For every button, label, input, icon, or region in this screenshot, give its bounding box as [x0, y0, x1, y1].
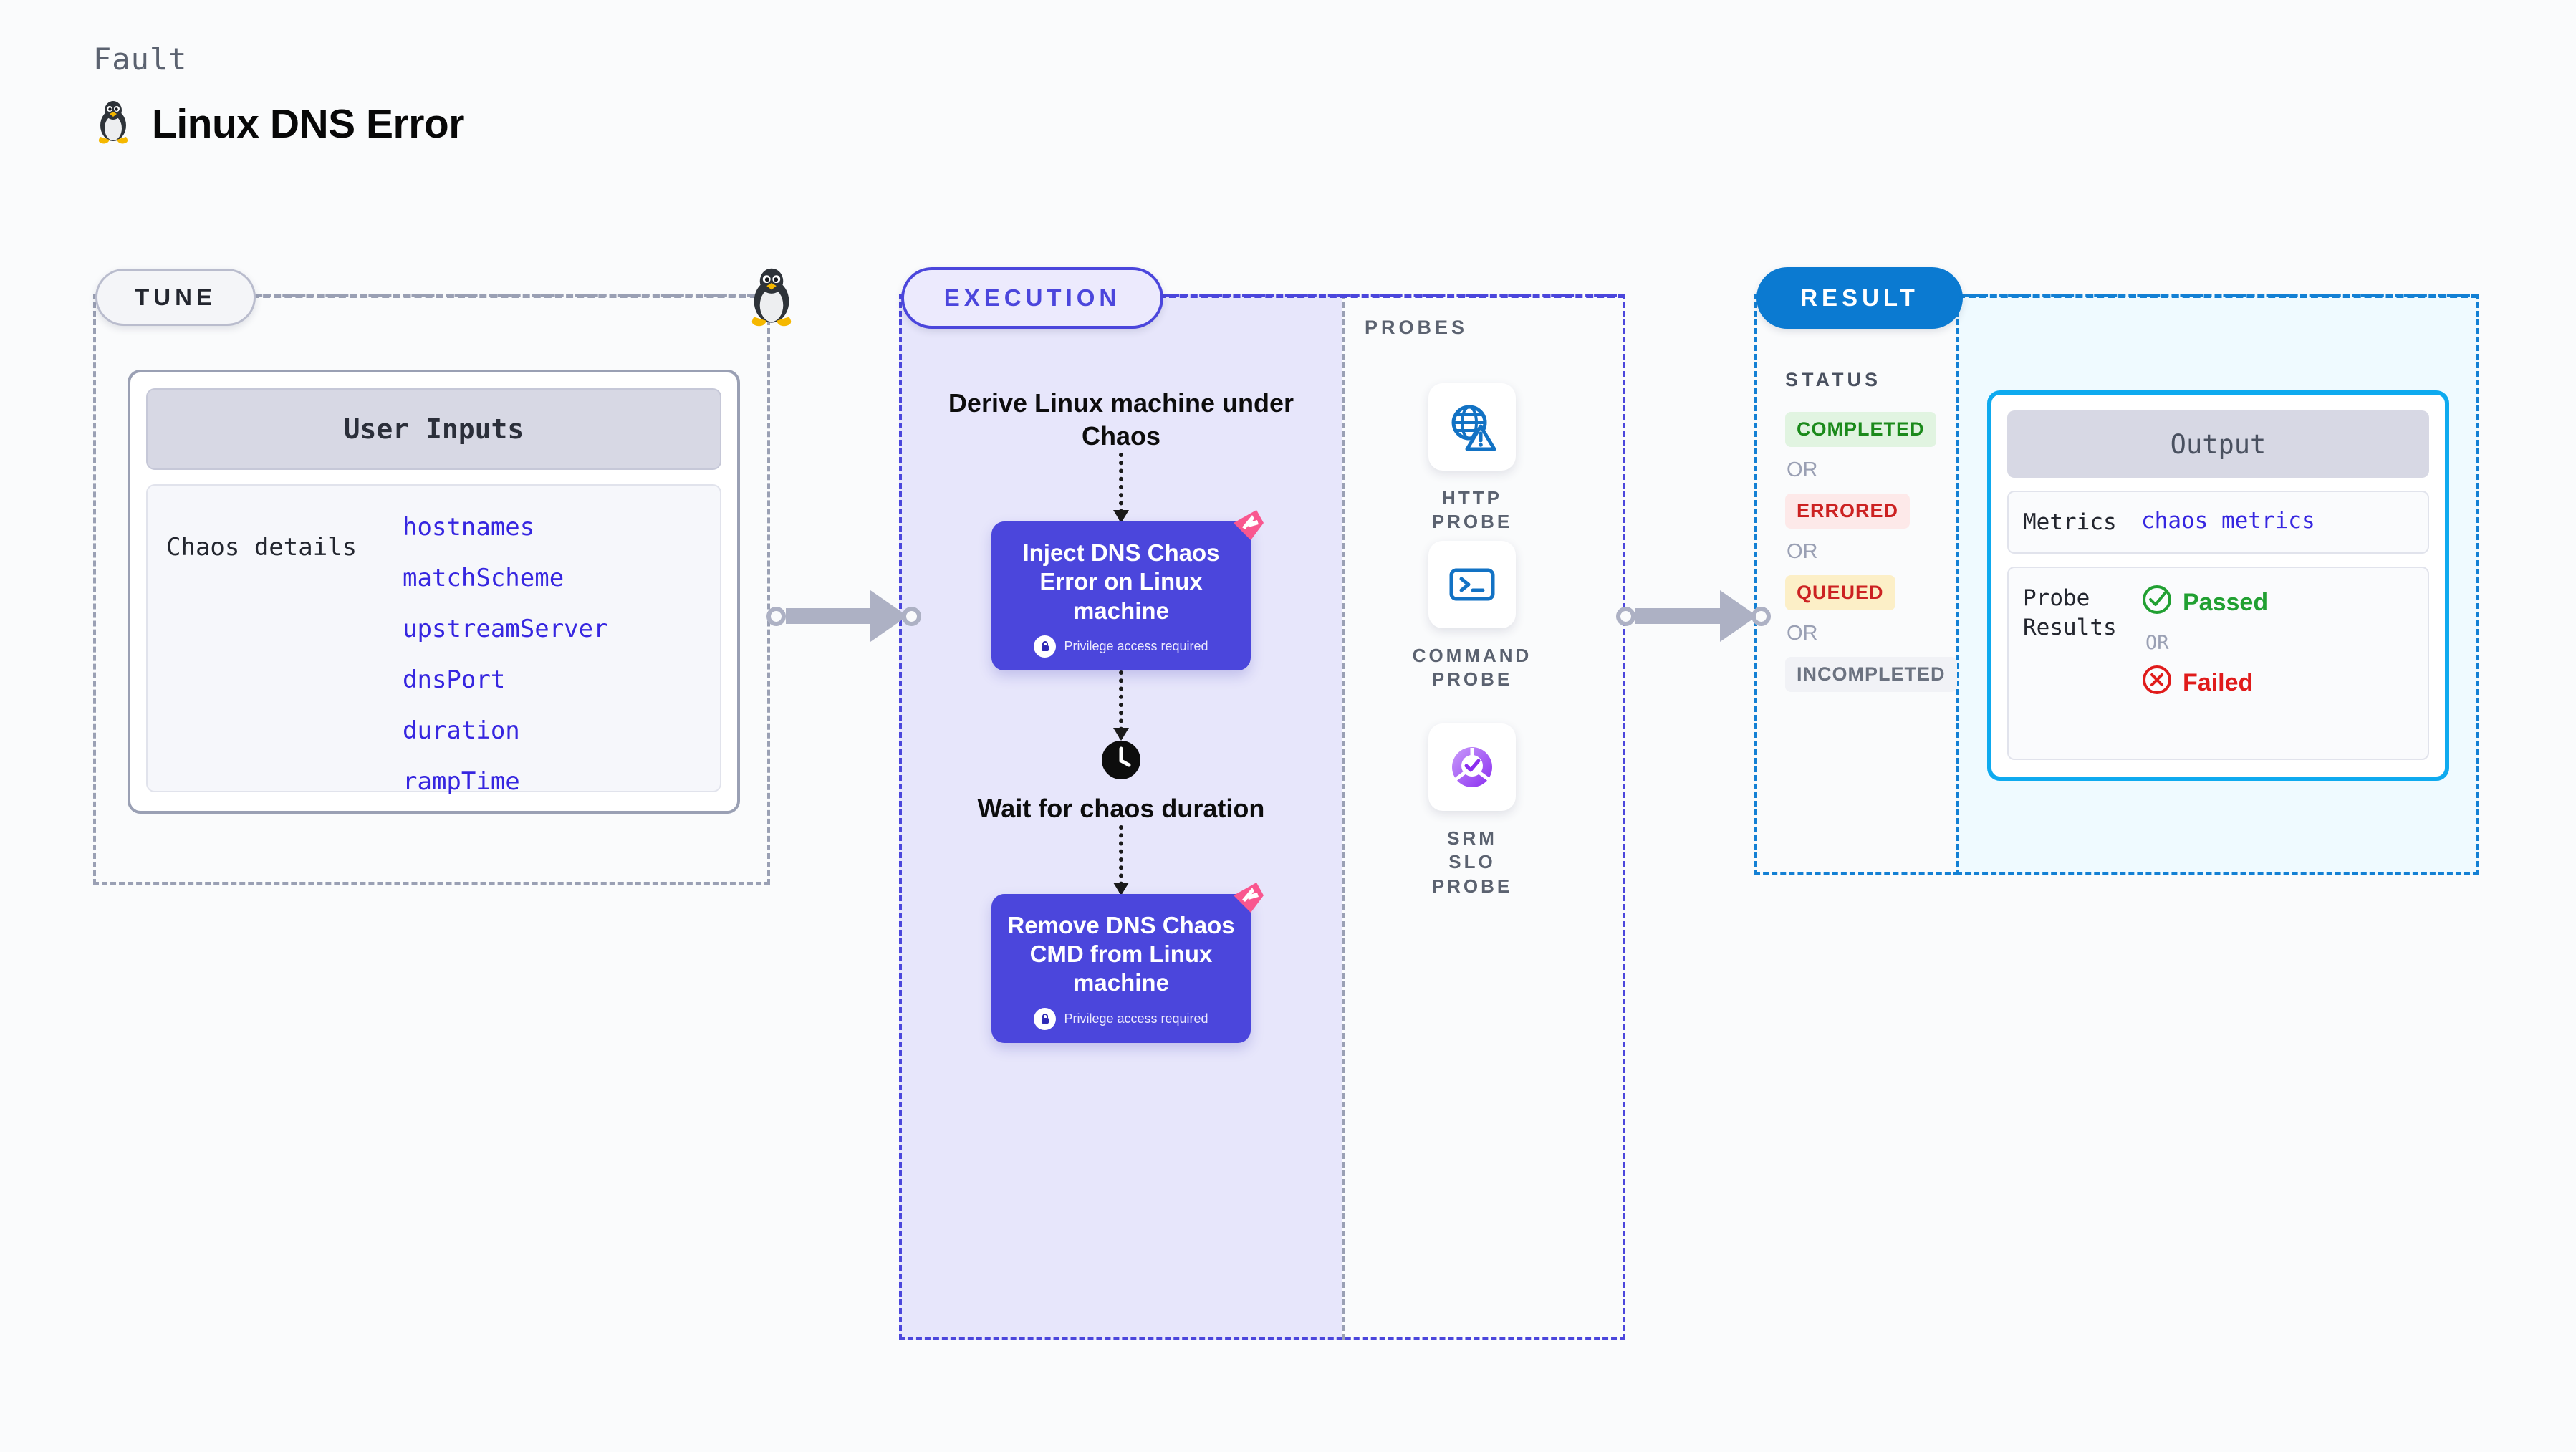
clock-icon	[1100, 739, 1142, 781]
status-or-label: OR	[1787, 458, 1818, 481]
arrow-shaft	[1635, 608, 1720, 624]
execution-flow: Derive Linux machine under Chaos Inject …	[931, 387, 1311, 1043]
probe-result-passed-label: Passed	[2183, 589, 2269, 617]
chaos-details-label: Chaos details	[166, 533, 357, 562]
harness-ribbon-icon	[1228, 878, 1268, 918]
probe-label: HTTP PROBE	[1431, 487, 1513, 533]
probe-label: COMMAND PROBE	[1412, 645, 1532, 691]
privilege-badge-text: Privilege access required	[1064, 638, 1208, 653]
linux-penguin-icon	[93, 100, 133, 148]
flow-node-remove-dns-chaos[interactable]: Remove DNS Chaos CMD from Linux machine …	[991, 882, 1264, 1043]
flow-node-title: Inject DNS Chaos Error on Linux machine	[1022, 539, 1220, 624]
user-inputs-card: User Inputs Chaos details hostnames matc…	[128, 370, 740, 814]
probe-result-passed: Passed	[2141, 584, 2268, 622]
execution-section-pill[interactable]: EXECUTION	[901, 267, 1163, 329]
probes-section-label: PROBES	[1365, 317, 1469, 338]
output-probe-results-row: Probe Results Passed OR	[2007, 567, 2429, 761]
lock-icon	[1034, 635, 1057, 658]
output-probe-results-key: Probe Results	[2023, 585, 2117, 640]
output-metrics-key: Metrics	[2023, 509, 2117, 535]
page-header: Fault Linux DNS Error	[93, 42, 464, 148]
probe-srm-slo[interactable]: SRM SLO PROBE	[1422, 723, 1522, 898]
status-list: COMPLETED OR ERRORED OR QUEUED OR INCOMP…	[1785, 412, 1957, 692]
list-item[interactable]: duration	[403, 716, 520, 745]
probe-result-failed: Failed	[2141, 664, 2268, 702]
check-circle-icon	[2141, 584, 2173, 622]
privilege-badge: Privilege access required	[1004, 1007, 1238, 1030]
arrow-shaft	[786, 608, 870, 624]
arrow-end-dot	[1751, 606, 1771, 626]
probe-http[interactable]: HTTP PROBE	[1422, 383, 1522, 534]
flow-node-title: Remove DNS Chaos CMD from Linux machine	[1007, 911, 1235, 996]
result-section-pill[interactable]: RESULT	[1756, 267, 1963, 329]
probe-result-or-label: OR	[2145, 632, 2169, 655]
result-connector-line	[1958, 294, 2479, 298]
probe-results-values: Passed OR Failed	[2141, 584, 2268, 743]
flow-step-wait-label: Wait for chaos duration	[977, 793, 1265, 823]
status-badge-incompleted: INCOMPLETED	[1785, 657, 1957, 692]
arrow-end-dot	[902, 606, 921, 626]
output-metrics-row: Metrics chaos metrics	[2007, 491, 2429, 554]
x-circle-icon	[2141, 664, 2173, 702]
execution-to-result-arrow	[1616, 590, 1771, 642]
page-title: Linux DNS Error	[152, 100, 464, 147]
arrow-start-dot	[766, 606, 786, 626]
flow-connector	[1113, 824, 1129, 895]
list-item[interactable]: hostnames	[403, 513, 535, 542]
privilege-badge-text: Privilege access required	[1064, 1011, 1208, 1026]
tune-section-pill[interactable]: TUNE	[95, 269, 256, 326]
privilege-badge: Privilege access required	[1004, 635, 1238, 658]
flow-connector	[1113, 453, 1129, 524]
chaos-input-list: hostnames matchScheme upstreamServer dns…	[403, 513, 608, 796]
arrow-head	[1720, 590, 1757, 642]
globe-warning-icon	[1428, 383, 1516, 471]
arrow-start-dot	[1616, 606, 1635, 626]
flow-connector	[1113, 670, 1129, 741]
status-badge-queued: QUEUED	[1785, 575, 1895, 610]
list-item[interactable]: upstreamServer	[403, 615, 608, 643]
status-or-label: OR	[1787, 540, 1818, 563]
tune-to-execution-arrow	[766, 590, 921, 642]
probe-label: SRM SLO PROBE	[1431, 827, 1513, 897]
output-card: Output Metrics chaos metrics Probe Resul…	[1987, 390, 2449, 781]
list-item[interactable]: rampTime	[403, 767, 520, 796]
arrow-head	[870, 590, 908, 642]
lock-icon	[1034, 1007, 1057, 1030]
output-metrics-value[interactable]: chaos metrics	[2141, 508, 2315, 534]
user-inputs-body: Chaos details hostnames matchScheme upst…	[146, 484, 721, 796]
probe-command[interactable]: COMMAND PROBE	[1413, 541, 1529, 692]
tune-connector-line	[252, 294, 768, 298]
status-badge-completed: COMPLETED	[1785, 412, 1936, 447]
flow-node-inject-dns-chaos[interactable]: Inject DNS Chaos Error on Linux machine …	[991, 510, 1264, 670]
output-title: Output	[2007, 410, 2429, 478]
fault-title-row: Linux DNS Error	[93, 100, 464, 148]
list-item[interactable]: matchScheme	[403, 564, 564, 592]
status-label: STATUS	[1785, 369, 1881, 390]
terminal-icon	[1428, 541, 1516, 628]
list-item[interactable]: dnsPort	[403, 665, 506, 694]
execution-connector-line	[1158, 294, 1625, 298]
slo-donut-check-icon	[1428, 723, 1516, 811]
probe-result-failed-label: Failed	[2183, 669, 2254, 697]
flow-step-derive-label: Derive Linux machine under Chaos	[948, 388, 1294, 451]
status-or-label: OR	[1787, 622, 1818, 645]
status-badge-errored: ERRORED	[1785, 494, 1911, 529]
linux-penguin-icon-small	[741, 266, 802, 327]
user-inputs-title: User Inputs	[146, 388, 721, 470]
fault-eyebrow-label: Fault	[93, 42, 188, 77]
harness-ribbon-icon	[1228, 506, 1268, 546]
